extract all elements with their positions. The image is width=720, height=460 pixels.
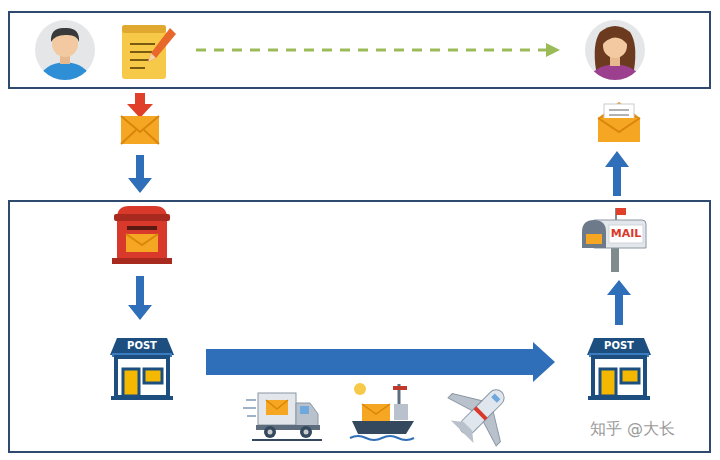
ship <box>350 383 414 440</box>
mailbox-label: MAIL <box>609 227 643 241</box>
truck <box>243 393 322 440</box>
watermark: 知乎 @大长 <box>590 419 675 440</box>
letter-notepad <box>122 25 176 79</box>
top-band <box>9 12 710 88</box>
post-office: POST <box>108 333 176 401</box>
receiver-avatar <box>585 20 645 84</box>
post-office: POST <box>585 333 653 401</box>
sign-text: POST <box>585 339 653 352</box>
sign-text: POST <box>108 339 176 352</box>
flow-arrow <box>607 280 631 325</box>
postbox <box>112 206 172 264</box>
envelope <box>121 116 159 144</box>
bottom-band <box>9 201 710 452</box>
received-letter <box>598 102 640 142</box>
sender-avatar <box>35 20 95 84</box>
flow-arrow <box>206 342 555 382</box>
plane <box>438 368 526 456</box>
mailbox: MAIL <box>580 204 650 272</box>
